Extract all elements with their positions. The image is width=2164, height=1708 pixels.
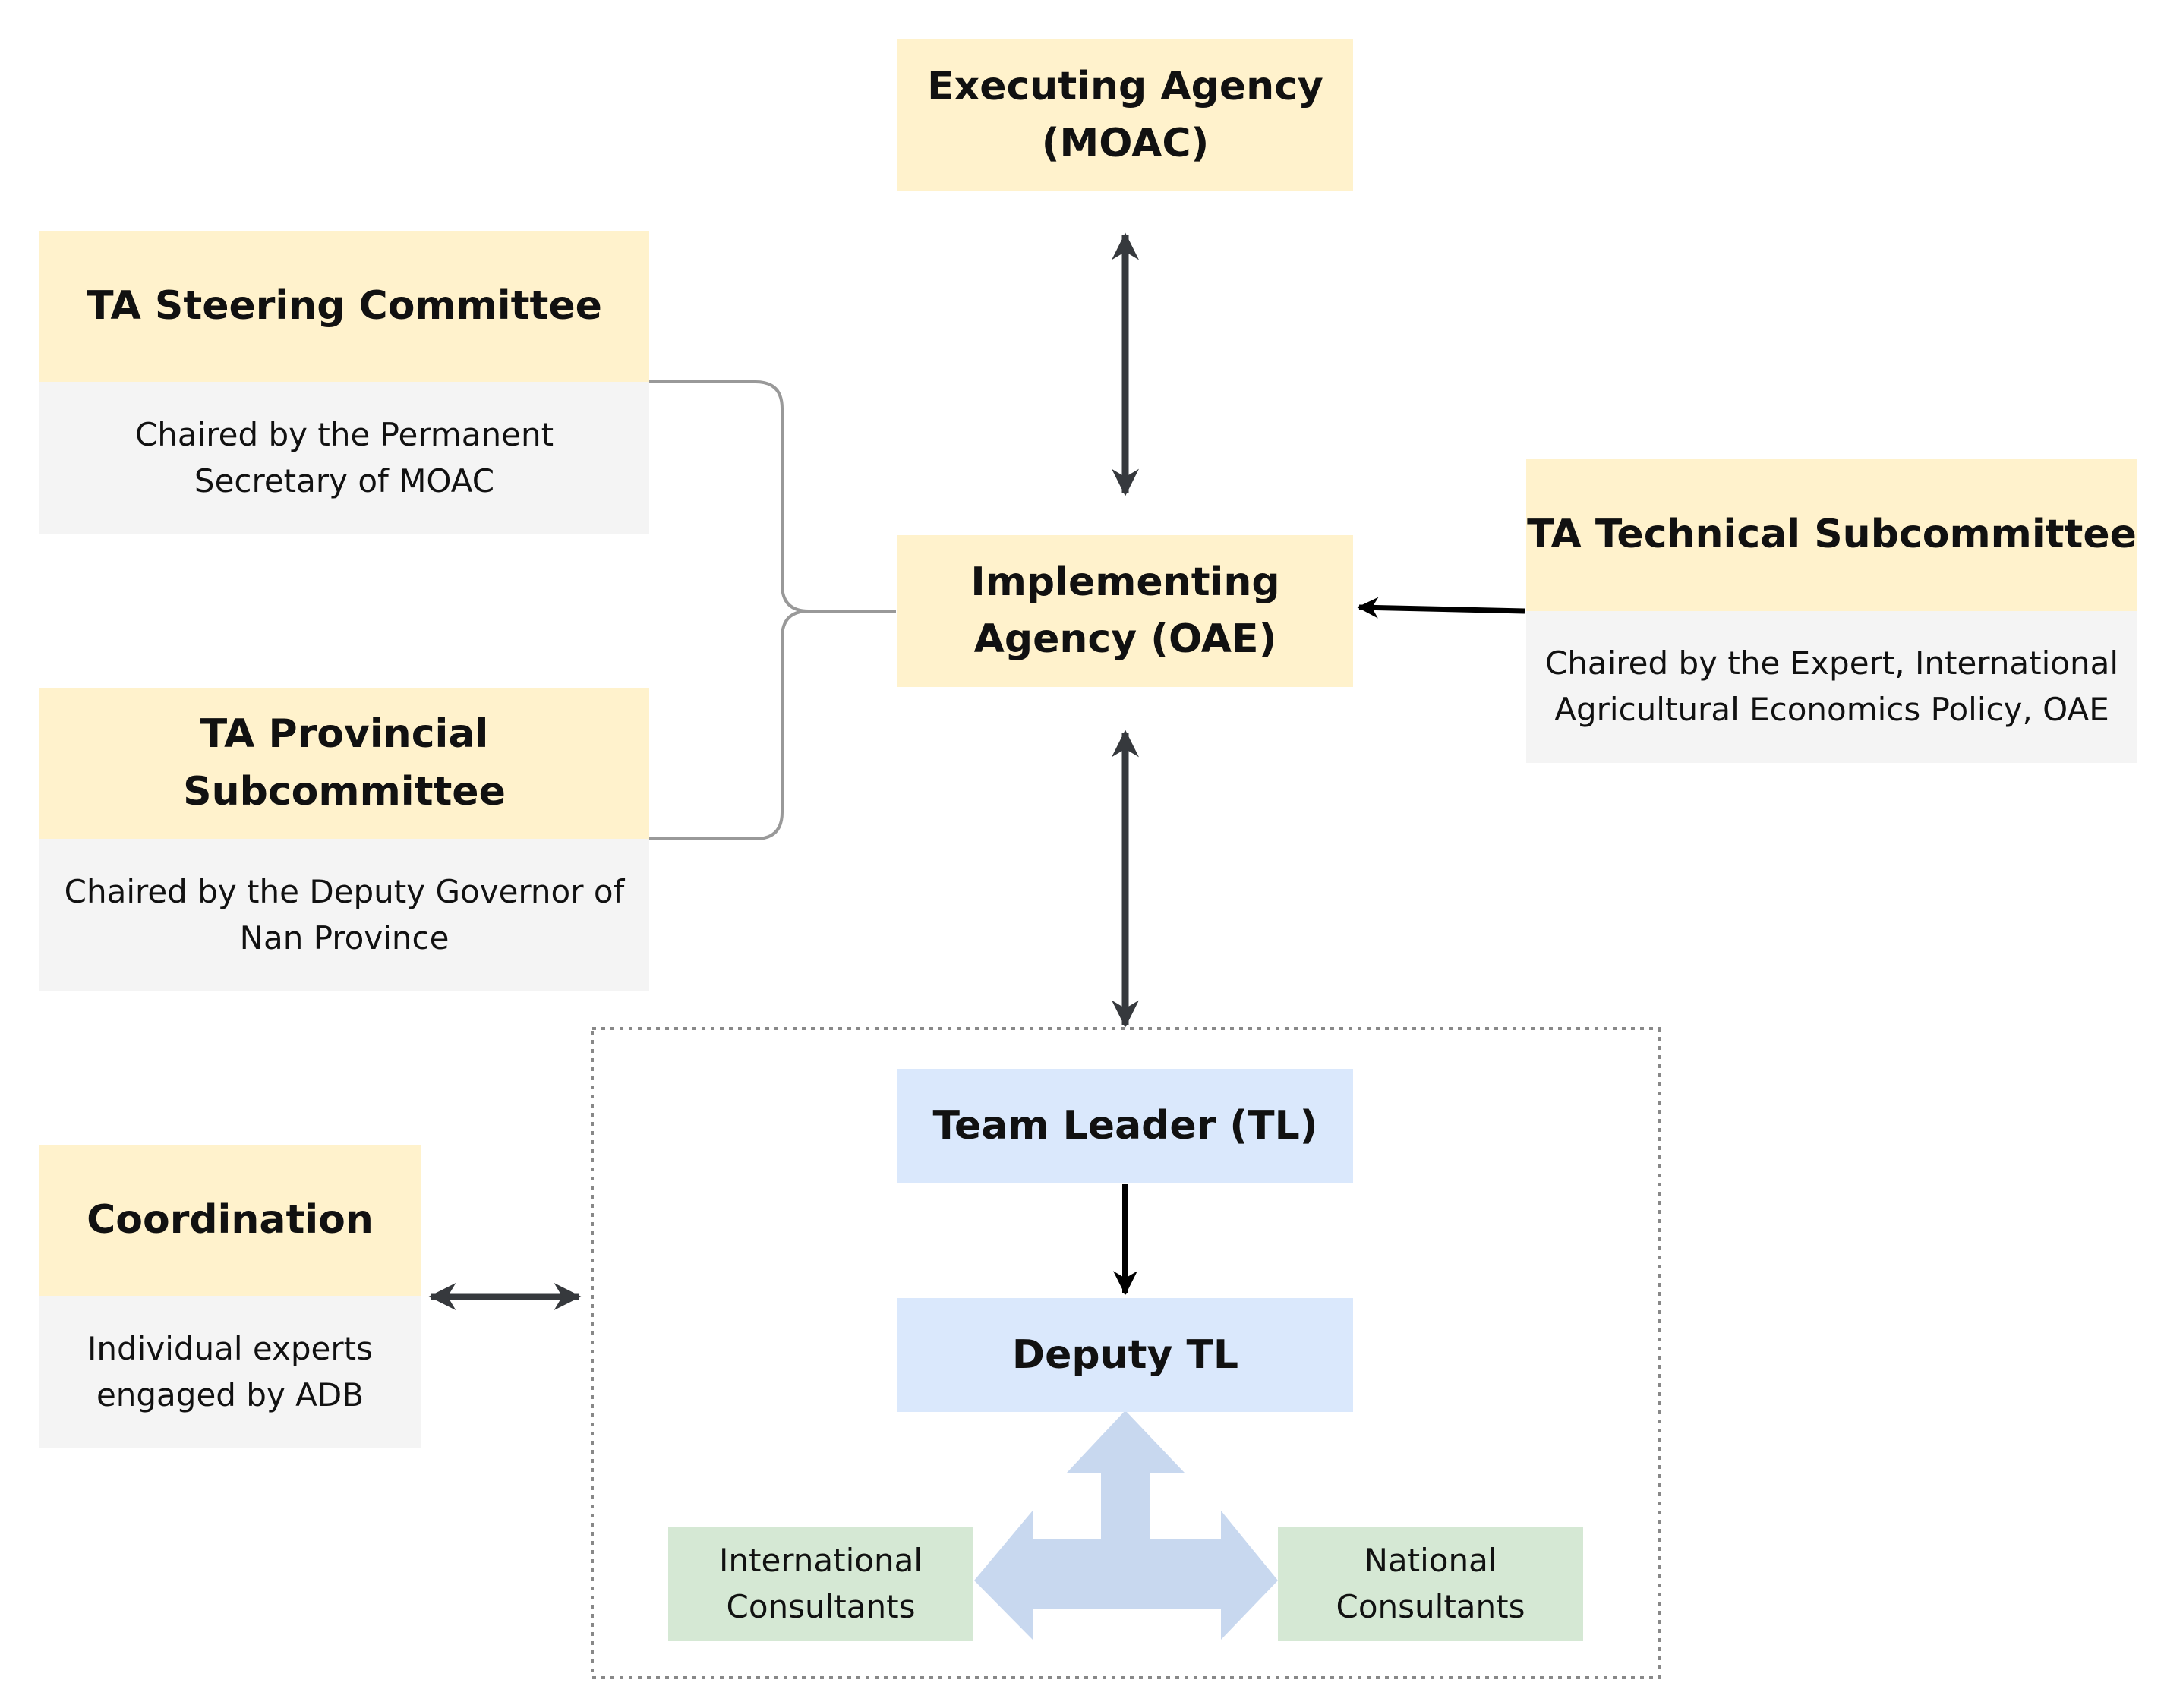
steering-bracket xyxy=(649,380,896,613)
steering-committee-header: TA Steering Committee xyxy=(39,231,649,382)
provincial-subcommittee-header: TA Provincial Subcommittee xyxy=(39,688,649,839)
coordination-header: Coordination xyxy=(39,1145,421,1296)
international-consultants-box: International Consultants xyxy=(668,1527,973,1641)
steering-committee-desc-box: Chaired by the Permanent Secretary of MO… xyxy=(39,382,649,534)
national-consultants-label: National Consultants xyxy=(1336,1542,1525,1625)
executing-agency-label: Executing Agency (MOAC) xyxy=(927,63,1323,166)
implementing-agency-box: Implementing Agency (OAE) xyxy=(897,535,1353,687)
international-consultants-label: International Consultants xyxy=(718,1542,923,1625)
team-container xyxy=(591,1027,1661,1679)
technical-subcommittee-desc-box: Chaired by the Expert, International Agr… xyxy=(1526,611,2137,763)
coordination-desc: Individual experts engaged by ADB xyxy=(87,1329,373,1413)
provincial-subcommittee-desc: Chaired by the Deputy Governor of Nan Pr… xyxy=(64,872,625,956)
technical-subcommittee-title: TA Technical Subcommittee xyxy=(1527,512,2137,558)
deputy-tl-label: Deputy TL xyxy=(1011,1332,1239,1378)
coordination-title: Coordination xyxy=(87,1196,374,1243)
implementing-agency-label: Implementing Agency (OAE) xyxy=(970,559,1280,662)
technical-subcommittee-desc: Chaired by the Expert, International Agr… xyxy=(1544,644,2119,728)
team-three-way-arrow xyxy=(974,1410,1278,1640)
technical-implementing-arrow xyxy=(1357,597,1525,619)
steering-committee-desc: Chaired by the Permanent Secretary of MO… xyxy=(134,415,554,499)
coordination-desc-box: Individual experts engaged by ADB xyxy=(39,1296,421,1448)
technical-subcommittee-header: TA Technical Subcommittee xyxy=(1526,459,2137,611)
team-leader-box: Team Leader (TL) xyxy=(897,1069,1353,1183)
team-leader-label: Team Leader (TL) xyxy=(932,1103,1318,1149)
provincial-subcommittee-title: TA Provincial Subcommittee xyxy=(183,711,506,815)
executing-agency-box: Executing Agency (MOAC) xyxy=(897,39,1353,191)
provincial-bracket xyxy=(649,610,809,840)
deputy-tl-box: Deputy TL xyxy=(897,1298,1353,1412)
national-consultants-box: National Consultants xyxy=(1278,1527,1583,1641)
steering-committee-title: TA Steering Committee xyxy=(87,282,602,329)
provincial-subcommittee-desc-box: Chaired by the Deputy Governor of Nan Pr… xyxy=(39,839,649,991)
